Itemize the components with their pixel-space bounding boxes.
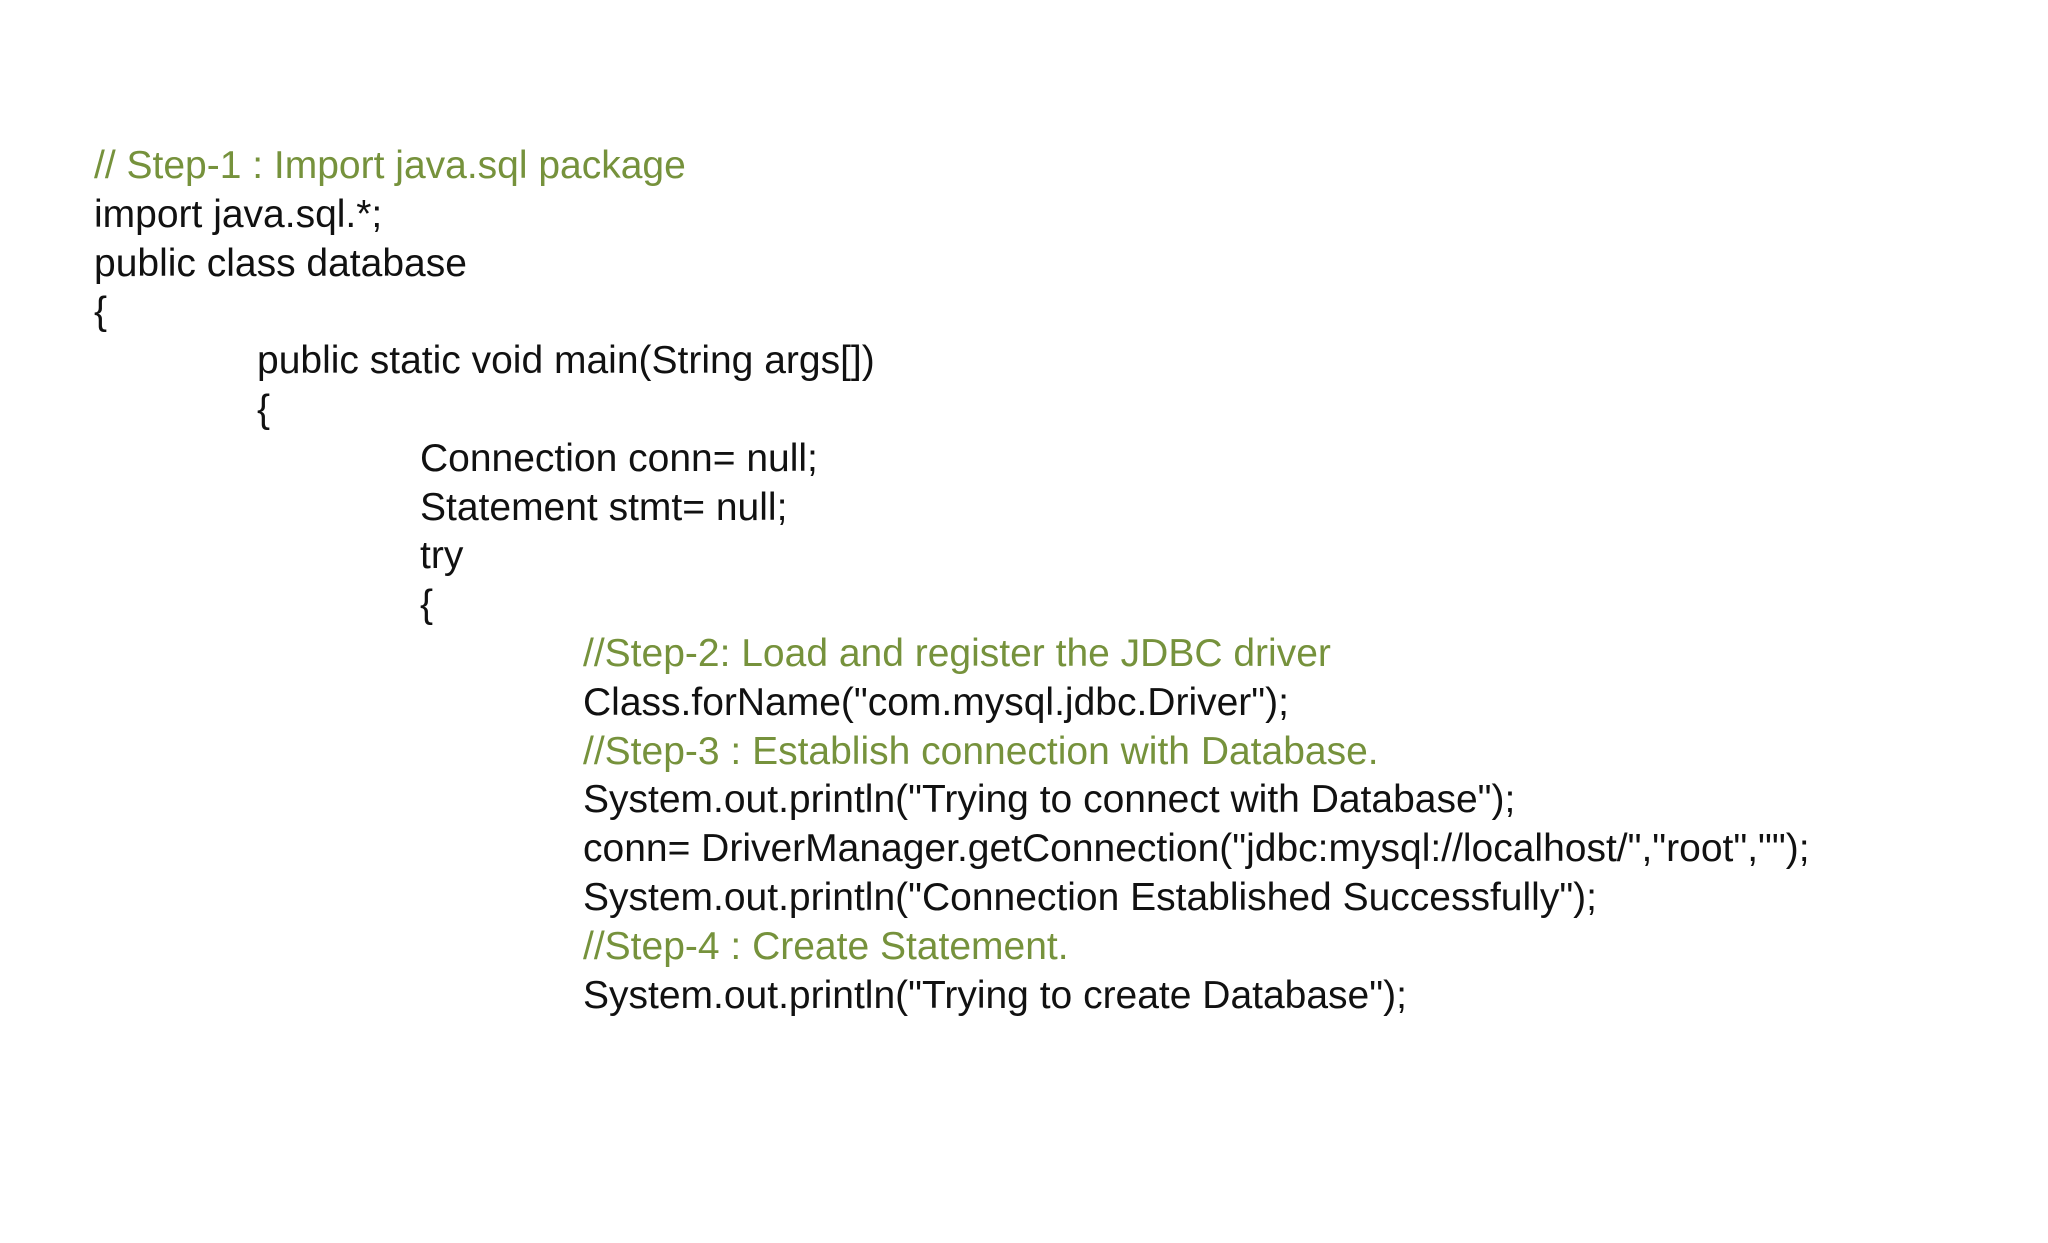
code-comment-line: //Step-3 : Establish connection with Dat… [583,729,1379,773]
code-line: import java.sql.*; [94,192,383,236]
code-line: { [257,387,271,431]
code-block: // Step-1 : Import java.sql package impor… [94,142,2014,1020]
code-line: Class.forName("com.mysql.jdbc.Driver"); [583,680,1289,724]
code-line: System.out.println("Trying to create Dat… [583,973,1407,1017]
code-line: System.out.println("Trying to connect wi… [583,778,1516,822]
code-comment-line: //Step-4 : Create Statement. [583,924,1069,968]
code-line: public static void main(String args[]) [257,339,875,383]
code-line: public class database [94,241,467,285]
code-line: { [420,583,434,627]
code-line: Connection conn= null; [420,436,818,480]
code-line: try [420,534,464,578]
code-line: System.out.println("Connection Establish… [583,875,1597,919]
code-line: Statement stmt= null; [420,485,788,529]
code-comment-line: // Step-1 : Import java.sql package [94,144,686,187]
code-line: { [94,290,108,334]
code-comment-line: //Step-2: Load and register the JDBC dri… [583,631,1331,675]
code-line: conn= DriverManager.getConnection("jdbc:… [583,827,1810,871]
